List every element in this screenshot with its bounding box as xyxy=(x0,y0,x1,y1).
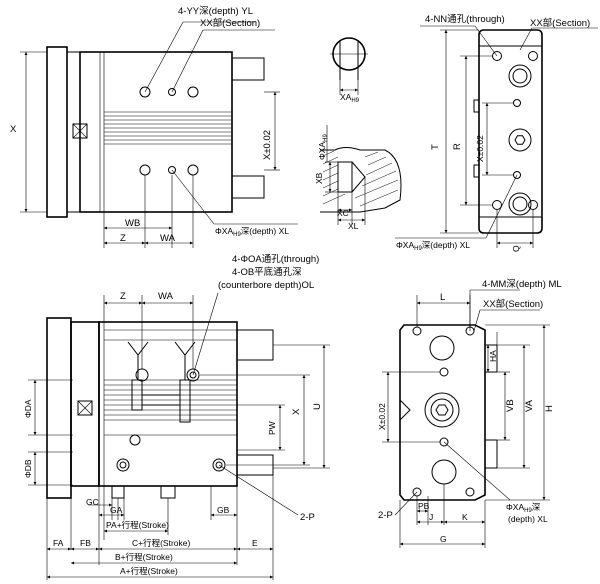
dim-ha: HA xyxy=(488,350,498,362)
dim-u: U xyxy=(312,403,323,410)
dim-pw: PW xyxy=(267,421,277,435)
label-yy-depth: 4-YY深(depth) YL xyxy=(178,6,253,17)
top-left-view xyxy=(20,21,298,248)
dim-c: C+行程(Stroke) xyxy=(132,538,190,548)
dim-z: Z xyxy=(120,233,126,244)
dim-pa: PA+行程(Stroke) xyxy=(106,520,169,530)
dim-db: ΦDB xyxy=(23,459,33,478)
dim-k: K xyxy=(462,512,468,522)
section-detail xyxy=(320,37,402,225)
label-ob-counterbore-2: (counterbore depth)OL xyxy=(218,280,314,291)
dim-wa: WA xyxy=(160,233,176,244)
dim-x: X xyxy=(10,124,17,135)
dim-phi-xa-sec: ΦXAH9 xyxy=(317,134,329,160)
dim-fa: FA xyxy=(53,538,64,548)
dim-z-bl: Z xyxy=(120,291,126,302)
label-ob-counterbore: 4-OB平底通孔深 xyxy=(232,266,302,278)
dim-g: G xyxy=(440,534,447,544)
dim-gc: GC xyxy=(86,497,99,507)
label-oa-through: 4-ΦOA通孔(through) xyxy=(232,254,319,265)
label-xa-br-2: (depth) XL xyxy=(508,514,548,524)
dim-xb: XB xyxy=(314,172,324,184)
label-xx-section: XX部(Section) xyxy=(200,17,260,29)
dim-ga: GA xyxy=(110,505,123,515)
dim-x-bl: X xyxy=(291,408,302,415)
label-xa: ΦXAH9深(depth) XL xyxy=(215,226,289,238)
dim-x-tol: X±0.02 xyxy=(262,130,273,160)
dim-va: VA xyxy=(524,399,535,412)
dim-vb: VB xyxy=(505,399,516,412)
bottom-left-view xyxy=(28,292,330,580)
dim-e: E xyxy=(252,538,258,548)
label-xa-tr: ΦXAH9深(depth) XL xyxy=(396,240,470,252)
dim-wb: WB xyxy=(125,218,140,229)
dim-xc: XC xyxy=(337,208,349,218)
dim-h: H xyxy=(544,405,555,412)
dim-xa-sec: XAH9 xyxy=(340,92,360,104)
dim-l: L xyxy=(440,292,445,303)
dim-r: R xyxy=(452,143,463,150)
label-xa-br: ΦXAH9深 xyxy=(506,502,541,514)
label-mm-depth: 4-MM深(depth) ML xyxy=(482,279,562,290)
dim-t: T xyxy=(430,144,441,150)
dim-pb: PB xyxy=(418,501,430,511)
dim-gb: GB xyxy=(217,505,230,515)
dim-b: B+行程(Stroke) xyxy=(115,552,173,562)
bottom-right-view xyxy=(382,289,550,548)
dim-xl: XL xyxy=(348,221,359,231)
dim-da: ΦDA xyxy=(23,399,33,418)
label-nn-through: 4-NN通孔(through) xyxy=(425,14,505,25)
label-xx-section-br: XX部(Section) xyxy=(483,298,543,310)
dim-x-tol-br: X±0.02 xyxy=(377,403,387,430)
dim-fb: FB xyxy=(80,538,91,548)
dim-q: Q xyxy=(511,245,521,252)
dim-a: A+行程(Stroke) xyxy=(120,566,178,576)
dim-x-tol-tr: X±0.02 xyxy=(475,135,485,162)
label-xx-section-tr: XX部(Section) xyxy=(530,17,590,29)
label-2p-bl: 2-P xyxy=(300,512,315,523)
dim-wa-bl: WA xyxy=(158,291,174,302)
top-right-view xyxy=(395,25,598,248)
label-2p-br: 2-P xyxy=(378,510,393,521)
dim-j: J xyxy=(429,512,433,522)
